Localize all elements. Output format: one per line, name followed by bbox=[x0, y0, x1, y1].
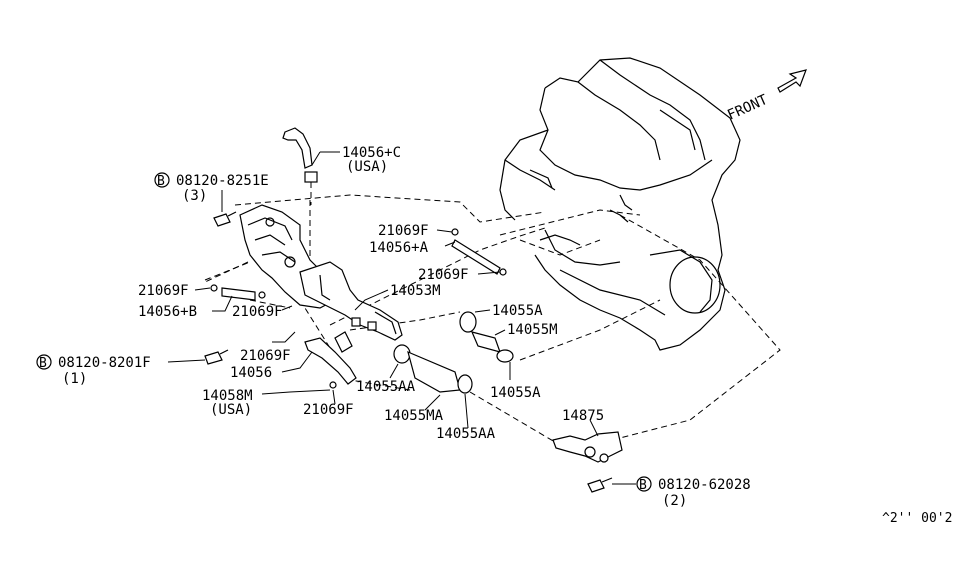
label-14053m: 14053M bbox=[390, 283, 441, 299]
label-14058m: 14058M bbox=[202, 388, 253, 404]
bolt-08120-62028-icon bbox=[587, 477, 613, 493]
label-08120-8251e: 08120-8251E bbox=[176, 173, 269, 189]
label-21069f-e: 21069F bbox=[240, 348, 291, 364]
hose-14056-b bbox=[210, 284, 266, 301]
label-14055m: 14055M bbox=[507, 322, 558, 338]
label-14875: 14875 bbox=[562, 408, 604, 424]
label-08120-8201f: 08120-8201F bbox=[58, 355, 151, 371]
label-14055a-a: 14055A bbox=[492, 303, 543, 319]
label-08120-62028-qty: (2) bbox=[662, 493, 687, 509]
circle-b-letter-3: B bbox=[639, 478, 647, 493]
water-outlet-assembly bbox=[239, 204, 403, 341]
hose-14055m bbox=[459, 311, 514, 363]
label-14055ma: 14055MA bbox=[384, 408, 444, 424]
label-21069f-c: 21069F bbox=[138, 283, 189, 299]
label-14056-a: 14056+A bbox=[369, 240, 429, 256]
circle-b-icon bbox=[636, 476, 652, 492]
label-21069f-f: 21069F bbox=[303, 402, 354, 418]
hose-14056 bbox=[304, 331, 357, 389]
label-14056: 14056 bbox=[230, 365, 272, 381]
label-14056-c: 14056+C bbox=[342, 145, 401, 161]
front-arrow-icon bbox=[777, 69, 807, 93]
bolt-08120-8251e-icon bbox=[213, 211, 237, 227]
label-14055aa-a: 14055AA bbox=[356, 379, 416, 395]
label-14058m-usa: (USA) bbox=[210, 402, 252, 418]
circle-b-icon bbox=[154, 172, 170, 188]
label-14055aa-b: 14055AA bbox=[436, 426, 496, 442]
pipe-14875 bbox=[552, 431, 623, 463]
label-14056-c-usa: (USA) bbox=[346, 159, 388, 175]
engine-block bbox=[499, 57, 741, 351]
circle-b-letter-1: B bbox=[157, 174, 165, 189]
label-08120-8201f-qty: (1) bbox=[62, 371, 87, 387]
bolt-08120-8201f-icon bbox=[204, 349, 229, 365]
label-14055a-b: 14055A bbox=[490, 385, 541, 401]
circle-b-icon bbox=[36, 354, 52, 370]
label-14056-b: 14056+B bbox=[138, 304, 197, 320]
label-21069f-a: 21069F bbox=[378, 223, 429, 239]
label-08120-62028: 08120-62028 bbox=[658, 477, 751, 493]
clamp-near-14053m bbox=[351, 317, 377, 331]
label-08120-8251e-qty: (3) bbox=[182, 188, 207, 204]
diagram-code: ^2'' 00'2 bbox=[882, 511, 952, 526]
front-label: FRONT bbox=[725, 92, 771, 124]
label-21069f-b: 21069F bbox=[418, 267, 469, 283]
hose-14056-c bbox=[282, 127, 318, 205]
circle-b-letter-2: B bbox=[39, 356, 47, 371]
label-21069f-d: 21069F bbox=[232, 304, 283, 320]
leader-lines bbox=[167, 151, 636, 485]
hose-14056-a bbox=[451, 228, 507, 276]
hose-14055ma bbox=[393, 344, 473, 394]
